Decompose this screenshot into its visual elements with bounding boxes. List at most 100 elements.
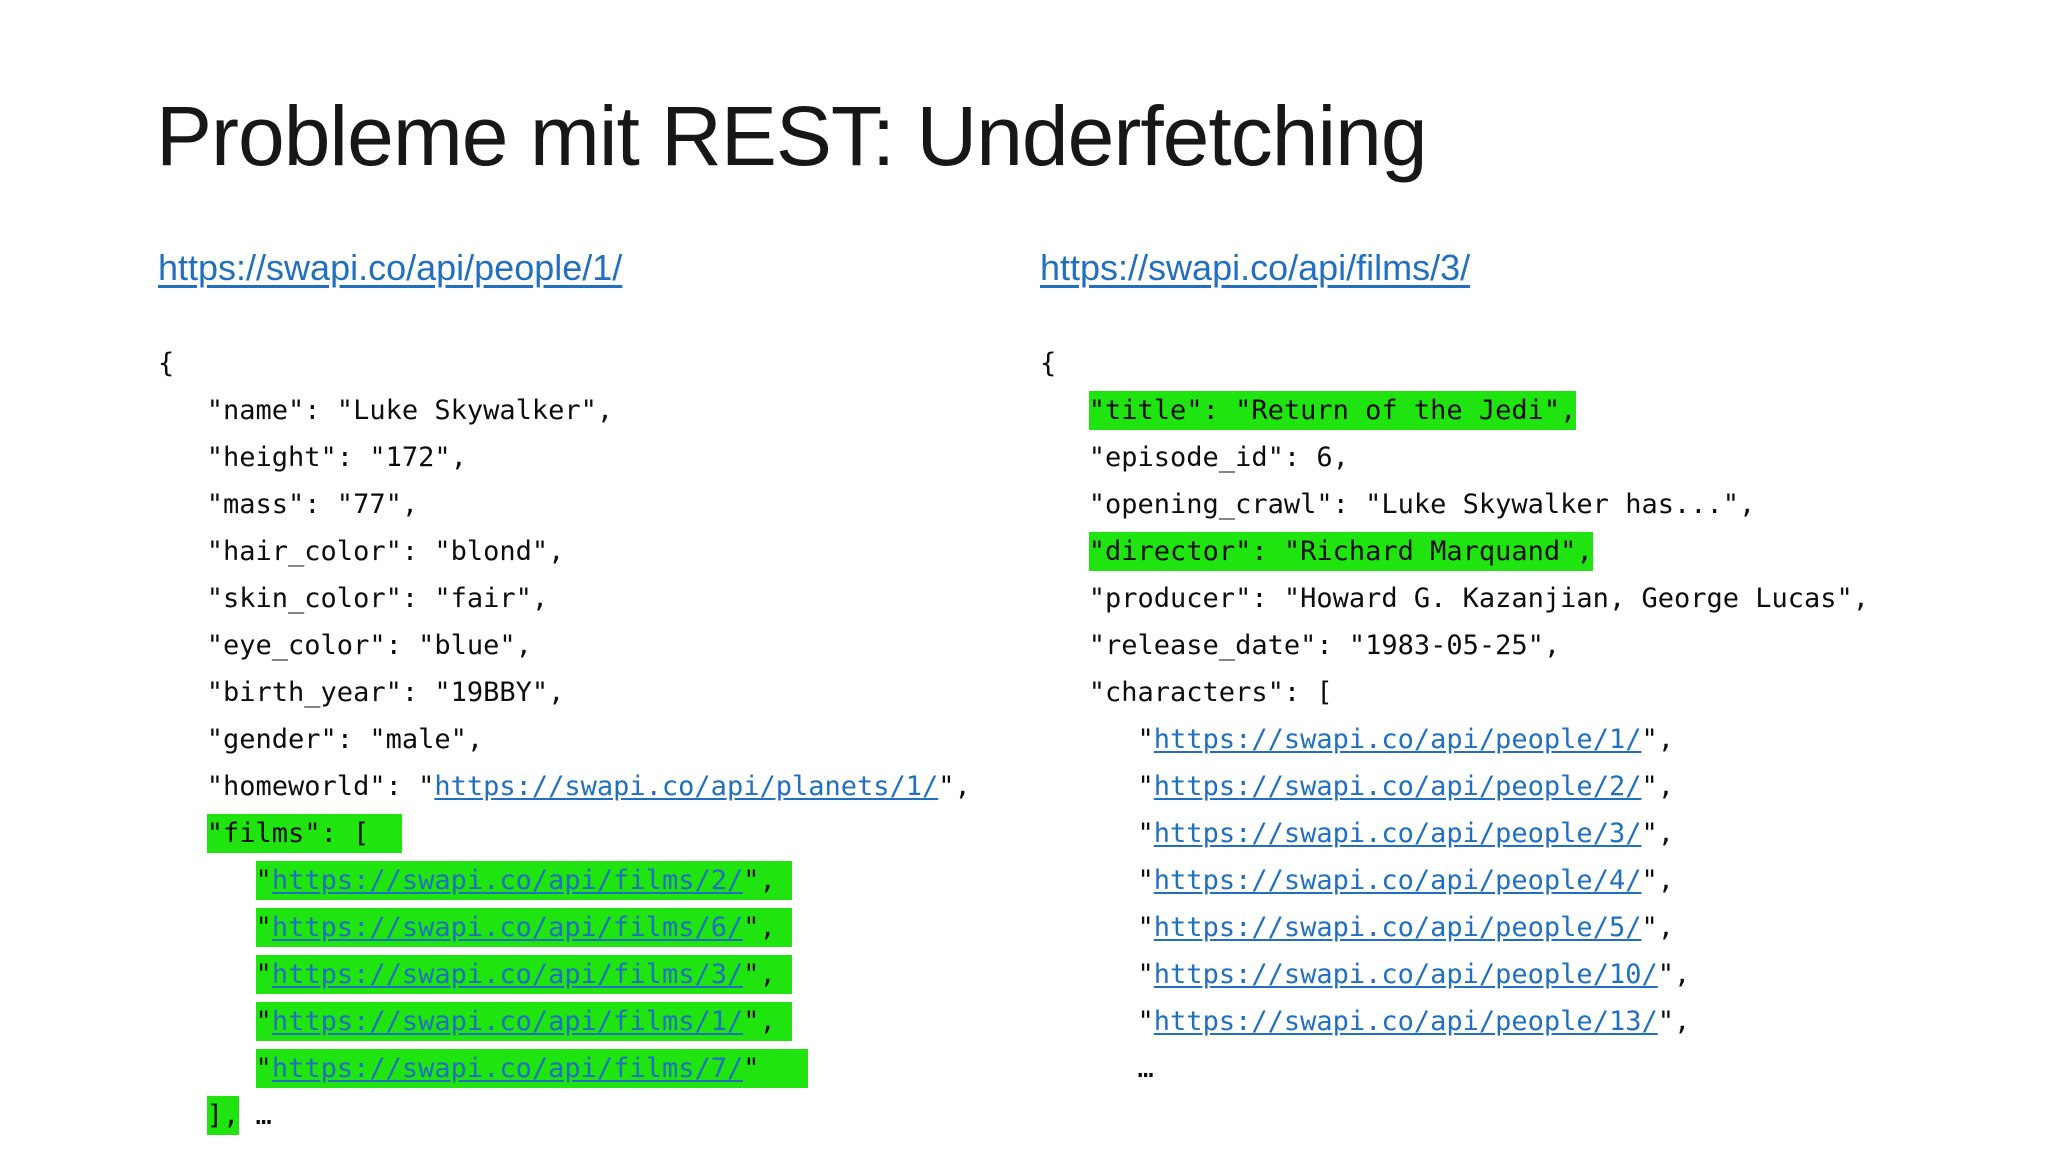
- code-line: "https://swapi.co/api/people/10/",: [1040, 951, 1869, 998]
- json-text: [1040, 395, 1089, 426]
- code-line: "https://swapi.co/api/films/6/",: [158, 904, 971, 951]
- code-line: "https://swapi.co/api/people/13/",: [1040, 998, 1869, 1045]
- json-text: [1040, 536, 1089, 567]
- json-link[interactable]: https://swapi.co/api/people/2/: [1153, 771, 1642, 802]
- json-text: ": [255, 1002, 272, 1041]
- json-link[interactable]: https://swapi.co/api/people/5/: [1153, 912, 1642, 943]
- json-text: ": [743, 1049, 809, 1088]
- code-line: "https://swapi.co/api/films/2/",: [158, 857, 971, 904]
- left-json-block: { "name": "Luke Skywalker", "height": "1…: [158, 340, 971, 1139]
- json-text: ],: [206, 1096, 240, 1135]
- json-link[interactable]: https://swapi.co/api/films/6/: [271, 908, 744, 947]
- code-line: "director": "Richard Marquand",: [1040, 528, 1869, 575]
- json-text: ": [255, 908, 272, 947]
- json-link[interactable]: https://swapi.co/api/films/2/: [271, 861, 744, 900]
- code-line: "name": "Luke Skywalker",: [158, 387, 971, 434]
- json-text: ": [255, 861, 272, 900]
- json-text: "opening_crawl": "Luke Skywalker has..."…: [1040, 489, 1756, 520]
- code-line: "homeworld": "https://swapi.co/api/plane…: [158, 763, 971, 810]
- json-text: ",: [1641, 724, 1674, 755]
- json-text: "hair_color": "blond",: [158, 536, 565, 567]
- json-text: "birth_year": "19BBY",: [158, 677, 565, 708]
- json-text: {: [1040, 348, 1057, 379]
- right-heading-link[interactable]: https://swapi.co/api/films/3/: [1040, 247, 1471, 288]
- code-line: {: [1040, 340, 1869, 387]
- json-link[interactable]: https://swapi.co/api/films/7/: [271, 1049, 744, 1088]
- code-line: "release_date": "1983-05-25",: [1040, 622, 1869, 669]
- json-text: …: [1040, 1053, 1154, 1084]
- code-line: {: [158, 340, 971, 387]
- json-link[interactable]: https://swapi.co/api/people/4/: [1153, 865, 1642, 896]
- json-text: ": [255, 1049, 272, 1088]
- json-text: ": [255, 955, 272, 994]
- code-line: "hair_color": "blond",: [158, 528, 971, 575]
- json-text: [158, 959, 256, 990]
- json-link[interactable]: https://swapi.co/api/people/3/: [1153, 818, 1642, 849]
- json-text: "characters": [: [1040, 677, 1333, 708]
- json-text: "release_date": "1983-05-25",: [1040, 630, 1561, 661]
- json-text: ": [1040, 912, 1154, 943]
- code-line: "height": "172",: [158, 434, 971, 481]
- json-text: "episode_id": 6,: [1040, 442, 1349, 473]
- json-text: ",: [938, 771, 971, 802]
- json-text: [158, 818, 207, 849]
- json-text: ": [1040, 865, 1154, 896]
- json-link[interactable]: https://swapi.co/api/people/1/: [1153, 724, 1642, 755]
- right-json-block: { "title": "Return of the Jedi", "episod…: [1040, 340, 1869, 1092]
- json-text: ",: [1641, 818, 1674, 849]
- json-text: ",: [1657, 959, 1691, 990]
- json-text: ": [1040, 1006, 1154, 1037]
- json-text: …: [239, 1100, 272, 1131]
- code-line: "producer": "Howard G. Kazanjian, George…: [1040, 575, 1869, 622]
- code-line: "https://swapi.co/api/people/2/",: [1040, 763, 1869, 810]
- json-text: "title": "Return of the Jedi",: [1088, 391, 1577, 430]
- json-link[interactable]: https://swapi.co/api/films/3/: [271, 955, 744, 994]
- json-link[interactable]: https://swapi.co/api/people/13/: [1153, 1006, 1658, 1037]
- json-text: [158, 1006, 256, 1037]
- json-text: [158, 865, 256, 896]
- json-text: ": [1040, 724, 1154, 755]
- code-line: "https://swapi.co/api/people/1/",: [1040, 716, 1869, 763]
- code-line: "title": "Return of the Jedi",: [1040, 387, 1869, 434]
- code-line: "https://swapi.co/api/films/1/",: [158, 998, 971, 1045]
- json-text: ": [1040, 959, 1154, 990]
- code-line: "https://swapi.co/api/films/3/",: [158, 951, 971, 998]
- json-link[interactable]: https://swapi.co/api/planets/1/: [434, 771, 939, 802]
- json-text: ",: [1641, 912, 1674, 943]
- json-text: "skin_color": "fair",: [158, 583, 549, 614]
- code-line: "eye_color": "blue",: [158, 622, 971, 669]
- code-line: "https://swapi.co/api/people/5/",: [1040, 904, 1869, 951]
- right-column: https://swapi.co/api/films/3/ { "title":…: [1040, 246, 1869, 1092]
- code-line: "opening_crawl": "Luke Skywalker has..."…: [1040, 481, 1869, 528]
- left-heading-link[interactable]: https://swapi.co/api/people/1/: [158, 247, 623, 288]
- json-link[interactable]: https://swapi.co/api/people/10/: [1153, 959, 1658, 990]
- page-title: Probleme mit REST: Underfetching: [156, 89, 1428, 183]
- code-line: "gender": "male",: [158, 716, 971, 763]
- json-text: ",: [1657, 1006, 1691, 1037]
- json-text: "gender": "male",: [158, 724, 484, 755]
- json-text: "films": [: [206, 814, 402, 853]
- json-text: [158, 1053, 256, 1084]
- left-column: https://swapi.co/api/people/1/ { "name":…: [158, 246, 971, 1139]
- json-text: "homeworld": ": [158, 771, 435, 802]
- code-line: "https://swapi.co/api/people/4/",: [1040, 857, 1869, 904]
- json-text: ": [1040, 771, 1154, 802]
- code-line: "characters": [: [1040, 669, 1869, 716]
- json-text: ",: [743, 1002, 792, 1041]
- json-text: [158, 912, 256, 943]
- code-line: "films": [: [158, 810, 971, 857]
- code-line: "mass": "77",: [158, 481, 971, 528]
- code-line: ], …: [158, 1092, 971, 1139]
- code-line: …: [1040, 1045, 1869, 1092]
- json-text: "eye_color": "blue",: [158, 630, 532, 661]
- json-link[interactable]: https://swapi.co/api/films/1/: [271, 1002, 744, 1041]
- json-text: "mass": "77",: [158, 489, 419, 520]
- code-line: "https://swapi.co/api/films/7/": [158, 1045, 971, 1092]
- json-text: "producer": "Howard G. Kazanjian, George…: [1040, 583, 1870, 614]
- json-text: ",: [1641, 865, 1674, 896]
- json-text: "name": "Luke Skywalker",: [158, 395, 614, 426]
- json-text: ",: [743, 955, 792, 994]
- json-text: {: [158, 348, 175, 379]
- json-text: [158, 1100, 207, 1131]
